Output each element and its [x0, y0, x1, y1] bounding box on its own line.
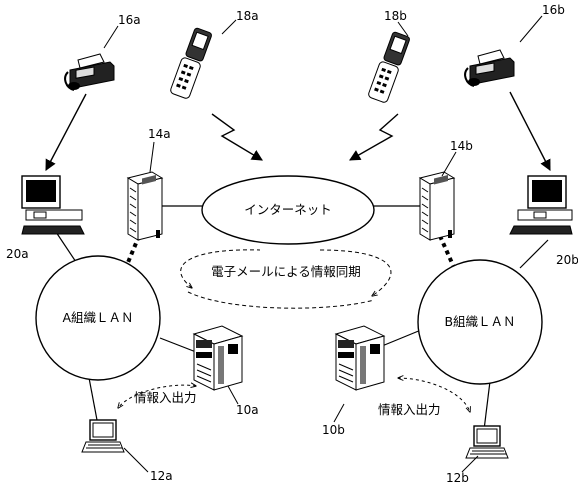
fax-icon	[464, 49, 515, 87]
laptop-icon	[465, 425, 509, 459]
link-pc-b-lan-b	[519, 239, 549, 269]
desktop-computer-icon	[509, 175, 573, 235]
ref-gateway-a: 14a	[148, 127, 171, 141]
ref-laptop-b: 12b	[446, 471, 469, 485]
sync-arrow	[180, 249, 392, 296]
io-arrow-b	[398, 378, 470, 412]
ref-fax-b: 16b	[542, 3, 565, 17]
io-label-b: 情報入出力	[378, 402, 441, 417]
server-icon	[192, 325, 244, 391]
lightning-arrow-phone-b	[349, 113, 399, 161]
lan-a-label: A組織ＬＡＮ	[62, 310, 133, 325]
arrow-fax-a-to-pc-a	[45, 93, 87, 171]
ref-server-b: 10b	[322, 423, 345, 437]
leader-fax-a	[103, 25, 119, 49]
leader-server-b	[333, 403, 345, 423]
desktop-computer-icon	[21, 175, 85, 235]
lightning-arrow-phone-a	[211, 113, 263, 161]
io-label-a: 情報入出力	[134, 390, 197, 405]
leader-fax-b	[519, 15, 543, 43]
arrow-fax-b-to-pc-b	[509, 91, 551, 171]
server-tower-icon	[418, 171, 456, 241]
ref-phone-b: 18b	[384, 9, 407, 23]
server-tower-icon	[126, 171, 164, 241]
ref-gateway-b: 14b	[450, 139, 473, 153]
ref-server-a: 10a	[236, 403, 259, 417]
lan-a-circle	[35, 255, 161, 381]
mobile-phone-icon	[368, 31, 410, 103]
ref-fax-a: 16a	[118, 13, 141, 27]
ref-pc-b: 20b	[556, 253, 578, 267]
link-lan-b-server-b	[381, 329, 422, 347]
ref-phone-a: 18a	[236, 9, 259, 23]
leader-laptop-b	[461, 455, 479, 473]
laptop-icon	[81, 419, 125, 453]
leader-gateway-a	[149, 141, 155, 173]
lan-b-label: B組織ＬＡＮ	[444, 314, 515, 329]
server-icon	[334, 325, 386, 391]
fax-icon	[64, 53, 115, 91]
mobile-phone-icon	[170, 27, 212, 99]
ref-laptop-a: 12a	[150, 469, 173, 483]
link-lan-a-server-a	[159, 337, 197, 353]
leader-gateway-b	[441, 151, 457, 177]
ref-pc-a: 20a	[6, 247, 29, 261]
sync-arrow-bottom	[187, 291, 375, 309]
leader-server-a	[227, 385, 239, 405]
sync-label: 電子メールによる情報同期	[211, 264, 361, 279]
leader-phone-b	[397, 21, 409, 37]
lan-b-circle	[417, 259, 543, 385]
leader-phone-a	[221, 19, 237, 35]
io-arrow-a	[118, 385, 196, 408]
internet-cloud	[201, 175, 375, 245]
internet-label: インターネット	[244, 202, 332, 217]
leader-laptop-a	[123, 447, 149, 473]
